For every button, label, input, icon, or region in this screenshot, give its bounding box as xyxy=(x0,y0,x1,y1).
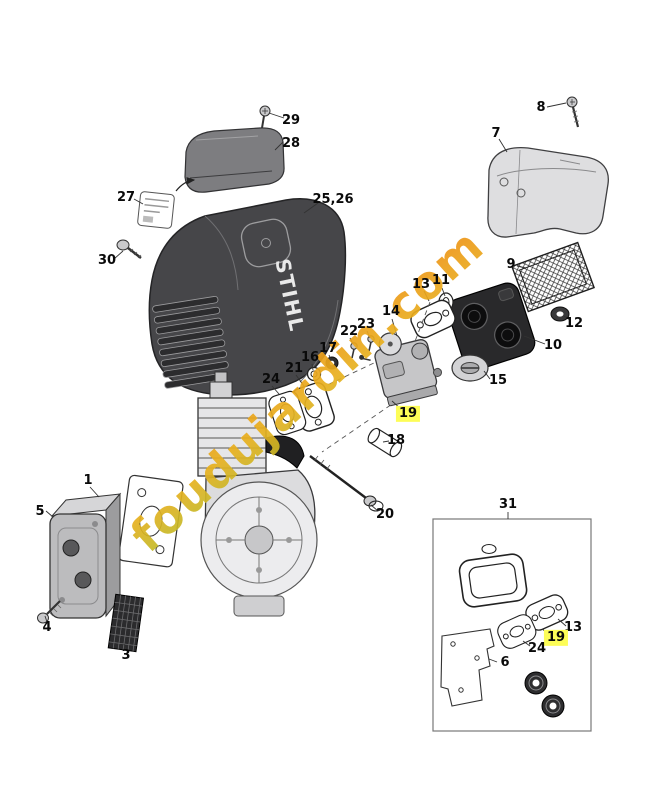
filter-base-part xyxy=(447,282,536,371)
part-callout-1[interactable]: 1 xyxy=(83,472,93,488)
part-callout-21[interactable]: 21 xyxy=(284,360,304,376)
bolt-20-part xyxy=(309,455,384,512)
twist-lock-part xyxy=(451,354,489,382)
grommet-17-part xyxy=(325,356,339,370)
engine-cylinder-part xyxy=(197,371,305,477)
grommet-12-part xyxy=(550,306,570,322)
part-callout-3[interactable]: 3 xyxy=(121,647,131,663)
air-filter-part xyxy=(511,241,595,313)
housing-bracket-part xyxy=(487,146,609,238)
crankcase-part xyxy=(200,469,318,617)
part-callout-23[interactable]: 23 xyxy=(356,316,376,332)
part-callout-25-26[interactable]: 25,26 xyxy=(312,191,354,207)
kit-gasket-24-part xyxy=(497,614,537,649)
part-callout-29[interactable]: 29 xyxy=(281,112,301,128)
screw-22-part xyxy=(350,342,358,359)
oil-seal-parts xyxy=(524,671,565,718)
part-callout-15[interactable]: 15 xyxy=(488,372,508,388)
gasket-24-part xyxy=(268,390,307,436)
part-callout-16[interactable]: 16 xyxy=(300,349,320,365)
part-callout-20[interactable]: 20 xyxy=(375,506,395,522)
paper-gasket-6-part xyxy=(440,628,495,707)
part-callout-6[interactable]: 6 xyxy=(500,654,510,670)
part-callout-31[interactable]: 31 xyxy=(498,496,518,512)
part-callout-30[interactable]: 30 xyxy=(97,252,117,268)
part-callout-24-kit[interactable]: 24 xyxy=(527,640,547,656)
top-cover-part xyxy=(184,105,285,193)
engine-shroud-part: STIHL xyxy=(148,198,347,396)
gasket-kit-box xyxy=(432,518,592,732)
muffler-gasket-plate-part xyxy=(118,474,184,568)
part-callout-22[interactable]: 22 xyxy=(339,323,359,339)
heat-shield-part xyxy=(107,593,145,653)
screw-30-part xyxy=(116,239,142,259)
part-callout-9[interactable]: 9 xyxy=(506,256,516,272)
part-callout-8[interactable]: 8 xyxy=(536,99,546,115)
part-callout-14[interactable]: 14 xyxy=(381,303,401,319)
spacer-sleeve-18-part xyxy=(367,427,403,458)
part-callout-13-carb[interactable]: 13 xyxy=(411,276,431,292)
muffler-part xyxy=(49,492,122,619)
carburetor-part xyxy=(359,332,443,407)
part-callout-11[interactable]: 11 xyxy=(431,272,451,288)
part-callout-7[interactable]: 7 xyxy=(491,125,501,141)
info-label-part xyxy=(137,191,175,229)
part-callout-28[interactable]: 28 xyxy=(281,135,301,151)
ring-16-part xyxy=(306,366,322,382)
part-callout-19-kit[interactable]: 19 xyxy=(543,629,569,647)
flange-gasket-13-part xyxy=(410,299,456,339)
part-callout-4[interactable]: 4 xyxy=(42,619,52,635)
part-callout-18[interactable]: 18 xyxy=(386,432,406,448)
part-callout-27[interactable]: 27 xyxy=(116,189,136,205)
install-arrow-icon xyxy=(175,177,196,192)
part-callout-19-carb[interactable]: 19 xyxy=(395,405,421,423)
part-callout-13-kit[interactable]: 13 xyxy=(563,619,583,635)
square-ring-gasket-part xyxy=(458,553,528,608)
screw-8-part xyxy=(566,96,580,128)
cooling-louvers xyxy=(152,295,229,389)
kit-flange-gasket-13-part xyxy=(525,594,569,631)
part-callout-17[interactable]: 17 xyxy=(318,340,338,356)
part-callout-5[interactable]: 5 xyxy=(35,503,45,519)
part-callout-12[interactable]: 12 xyxy=(564,315,584,331)
part-callout-24-carb[interactable]: 24 xyxy=(261,371,281,387)
part-callout-10[interactable]: 10 xyxy=(543,337,563,353)
screw-4-part xyxy=(37,600,62,624)
